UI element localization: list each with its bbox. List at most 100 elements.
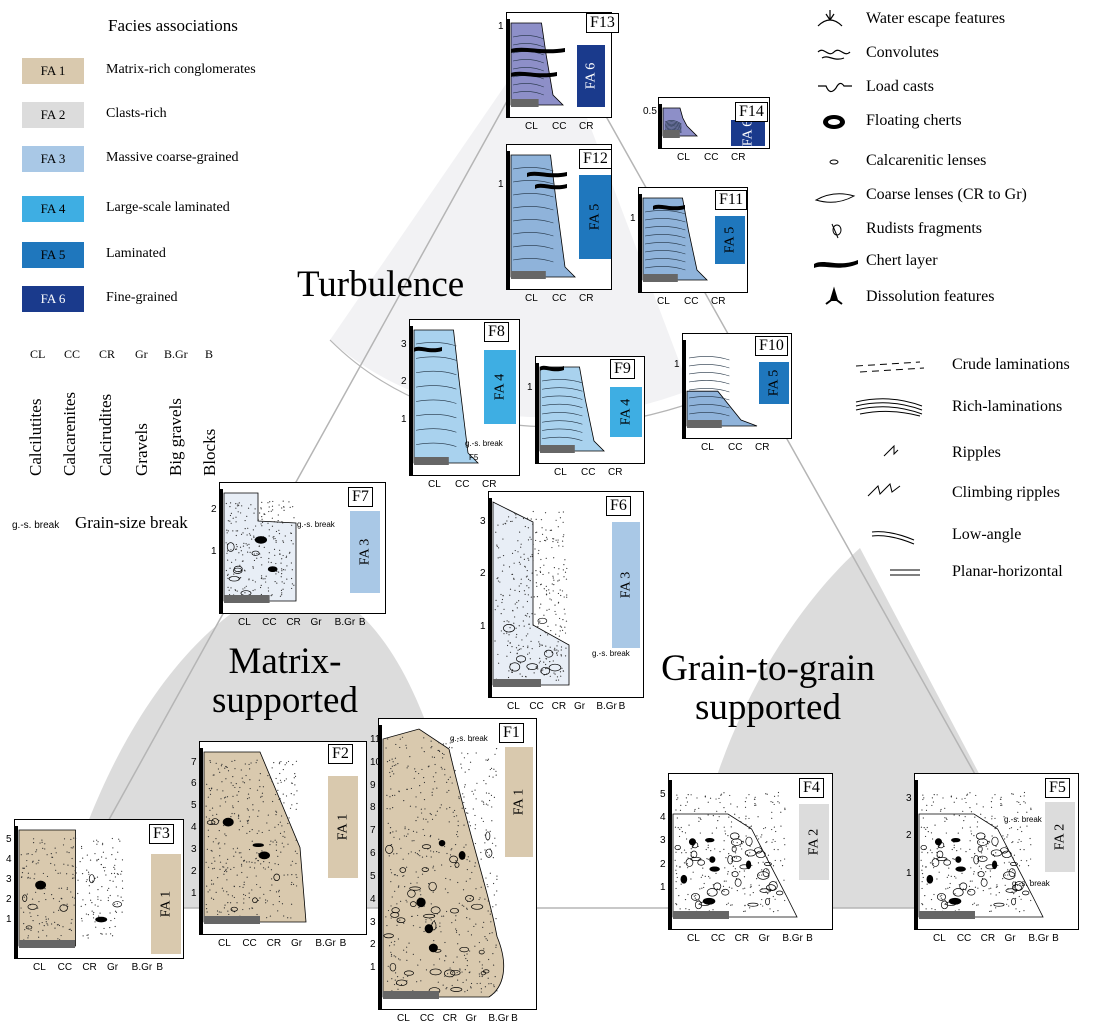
log-drawing — [489, 498, 570, 697]
x-tick-label: CC — [262, 617, 277, 628]
structure-legend-label: Planar-horizontal — [952, 563, 1063, 580]
y-tick-label: 1 — [906, 867, 912, 879]
structure-legend-icons — [855, 361, 925, 576]
log-drawing — [15, 826, 124, 958]
y-tick-label: 3 — [6, 874, 12, 885]
structure-legend-label: Ripples — [952, 444, 1001, 461]
x-tick-label: B — [1052, 933, 1059, 944]
chert-layer — [540, 365, 564, 372]
log-base — [383, 991, 439, 999]
rich-laminations-icon — [855, 398, 923, 417]
structure-legend-label: Rich-laminations — [952, 398, 1063, 415]
log-texture — [415, 342, 457, 447]
y-tick-label: 2 — [211, 503, 217, 515]
log-base — [663, 130, 680, 138]
y-tick-label: 5 — [370, 870, 376, 882]
facies-tag-text: FA 5 — [587, 203, 602, 231]
x-tick-label: Gr — [310, 617, 322, 628]
scale-bar — [915, 780, 918, 929]
log-base — [673, 911, 729, 919]
scale-bar — [200, 748, 203, 934]
matrix-supported-line1: Matrix- — [228, 641, 342, 682]
facies-tag-text: FA 5 — [766, 369, 781, 397]
y-tick-label: 1 — [401, 413, 407, 425]
chert-layer — [653, 204, 685, 211]
y-tick-label: 1 — [211, 546, 217, 558]
floating-cherts-icon — [823, 115, 845, 129]
y-tick-label: 5 — [6, 834, 12, 845]
x-tick-label: CC — [684, 296, 699, 307]
facies-tag: FA 4 — [484, 350, 516, 424]
facies-legend-title: Facies associations — [108, 16, 238, 35]
gs-break-name: Grain-size break — [75, 513, 188, 532]
facies-tag-text: FA 1 — [158, 890, 173, 918]
facies-tag: FA 1 — [505, 747, 533, 857]
facies-tag: FA 5 — [715, 216, 745, 264]
chert-layer — [511, 47, 565, 54]
log-base — [511, 271, 546, 279]
gs-break-abbr: g.-s. break — [12, 520, 60, 531]
log-texture — [20, 837, 124, 943]
y-tick-label: 8 — [370, 802, 376, 814]
log-profile — [642, 197, 708, 281]
x-tick-label: Gr — [574, 701, 586, 712]
facies-tag: FA 4 — [610, 387, 642, 437]
y-tick-label: 10 — [370, 756, 382, 768]
log-base — [204, 916, 260, 924]
log-base — [19, 940, 75, 948]
x-tick-label: CL — [554, 467, 567, 478]
facies-tag: FA 2 — [799, 804, 829, 880]
log-label: F8 — [484, 322, 509, 342]
y-tick-label: 7 — [370, 825, 376, 837]
y-tick-label: 9 — [370, 779, 376, 791]
y-tick-label: 7 — [191, 756, 197, 768]
x-tick-label: B.Gr — [131, 962, 153, 973]
x-tick-label: CC — [419, 1013, 435, 1024]
log-base — [511, 99, 539, 107]
log-drawing — [659, 104, 698, 148]
log-label: F11 — [715, 190, 748, 210]
ternary-triangle — [59, 18, 1052, 909]
x-tick-label: CR — [551, 701, 567, 712]
scale-bar — [536, 363, 539, 463]
calcarenitic-lenses-icon — [829, 159, 839, 165]
y-tick-label: 1 — [660, 881, 666, 893]
facies-tag-text: FA 2 — [806, 828, 821, 856]
y-tick-label: 5 — [191, 800, 197, 812]
x-tick-label: CC — [242, 938, 257, 949]
log-profile — [203, 751, 307, 923]
log-texture — [688, 356, 730, 417]
facies-tag: FA 5 — [759, 362, 789, 404]
grain-code-cr: CR — [99, 347, 116, 361]
scale-bar — [410, 326, 413, 475]
x-tick-label: CC — [455, 479, 470, 490]
facies-tag-text: FA 3 — [357, 538, 372, 566]
log-profile — [382, 728, 504, 998]
x-tick-label: B — [339, 938, 347, 949]
grain-code-gr: Gr — [135, 347, 148, 361]
log-texture — [674, 791, 786, 914]
x-tick-label: CL — [701, 442, 714, 453]
x-tick-label: B.Gr — [315, 938, 336, 949]
facies-tag: FA 1 — [328, 776, 358, 878]
log-base — [687, 420, 722, 428]
log-drawing — [200, 748, 307, 934]
grain-code-cl: CL — [30, 347, 46, 361]
log-label: F9 — [610, 359, 635, 379]
x-tick-label: B — [358, 617, 366, 628]
x-tick-label: CL — [525, 121, 538, 132]
facies-tag-text: FA 4 — [618, 398, 633, 426]
symbol-legend-label: Water escape features — [866, 10, 1006, 27]
ripples-icon — [883, 444, 899, 457]
log-profile — [510, 154, 576, 278]
grain-supported-label: Grain-to-grain supported — [628, 649, 908, 728]
y-tick-label: 6 — [370, 848, 376, 859]
facies-swatch: FA 4 — [22, 196, 84, 222]
